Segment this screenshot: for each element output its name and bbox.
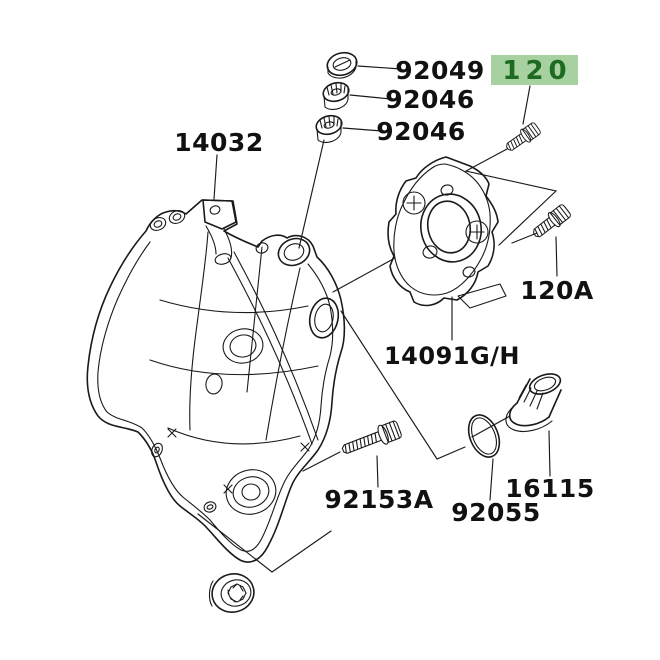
leader-bolt-92153a-tip (302, 451, 341, 472)
leader-bolt-92153a (376, 455, 379, 488)
leader-bearing-upper (349, 94, 392, 100)
leader-lines (197, 65, 558, 573)
leader-bearing-lower (342, 127, 383, 132)
highlight-box[interactable] (491, 55, 578, 85)
leader-bolt-120 (522, 85, 531, 125)
leader-cap-label (548, 430, 551, 477)
needle-bearing-lower-drawing (315, 114, 343, 143)
bolt-120a-drawing (528, 202, 573, 243)
callout-labels: 14032 92049 92046 92046 120 120A 14091G/… (174, 55, 594, 527)
leader-bolt-120-positions (464, 148, 558, 246)
timing-plug-drawing (208, 573, 255, 613)
leader-engine-cover (213, 154, 218, 200)
oil-seal-drawing (326, 51, 358, 79)
leader-oring-label (489, 458, 494, 501)
callout-bolt-highlighted-label[interactable]: 120 (502, 56, 571, 86)
callout-bearing-lower: 92046 (376, 117, 465, 146)
o-ring-drawing (467, 414, 501, 458)
callout-oil-seal: 92049 (395, 56, 484, 85)
callout-pulsing-cover: 14091G/H (384, 342, 520, 370)
bolt-92153a-drawing (338, 418, 404, 460)
callout-o-ring: 92055 (451, 498, 540, 527)
oil-filler-cap-drawing (505, 373, 562, 432)
pulsing-cover-drawing (387, 156, 507, 309)
leader-bearing-to-case (298, 139, 325, 249)
callout-bolt-highlighted[interactable]: 120 (491, 55, 578, 86)
leader-bolt-120a (555, 236, 558, 277)
leader-cover-to-case (332, 257, 396, 293)
bolt-120-drawing (502, 120, 543, 156)
needle-bearing-upper-drawing (322, 81, 350, 110)
engine-cover-drawing (86, 199, 346, 563)
leader-oil-seal (357, 65, 402, 70)
callout-bolt-a: 120A (520, 276, 594, 305)
leader-case-to-oring (340, 310, 466, 460)
callout-bolt-long: 92153A (324, 485, 433, 514)
callout-oil-filler-cap: 16115 (505, 474, 594, 503)
callout-bearing-upper: 92046 (385, 85, 474, 114)
callout-engine-cover: 14032 (174, 128, 263, 157)
leader-cap-to-oring (471, 415, 511, 438)
leader-bolt-120a-tip (511, 232, 538, 244)
leader-plug-positions (197, 513, 332, 573)
